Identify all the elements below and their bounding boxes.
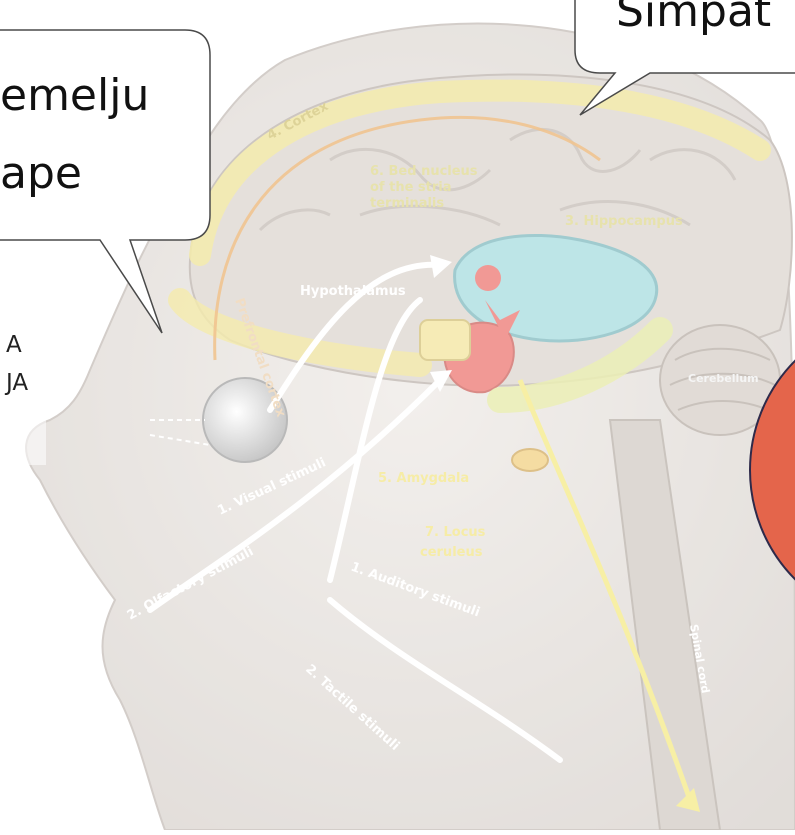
callout-left-line-1: emelju xyxy=(0,70,149,121)
callout-left-line-2: ape xyxy=(0,148,82,199)
callout-top-right-line-1: Simpat xyxy=(616,0,771,37)
side-text-line-1: A xyxy=(6,332,22,358)
side-text-line-2: JA xyxy=(6,370,28,396)
